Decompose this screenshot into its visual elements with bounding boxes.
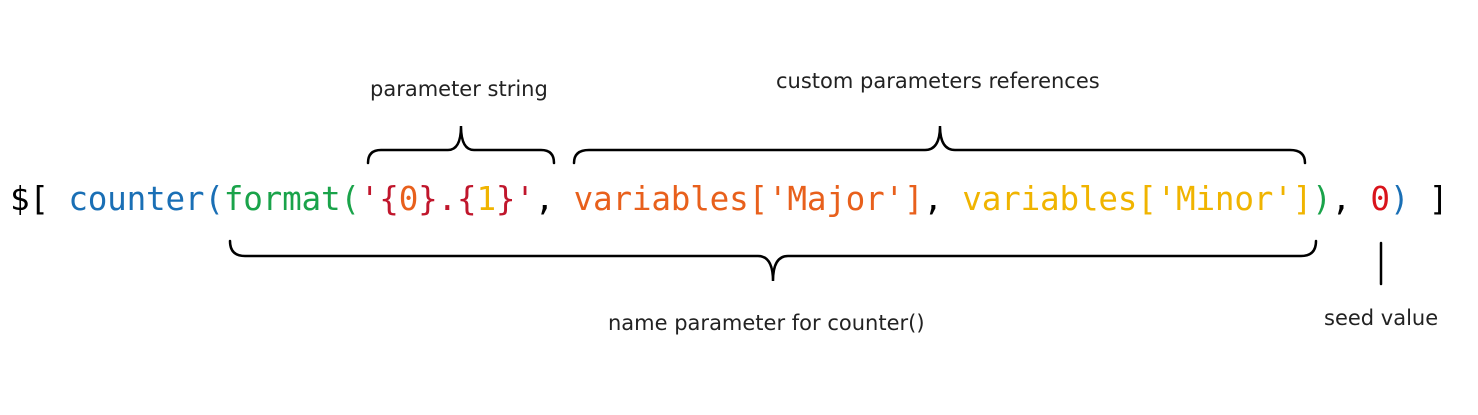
code-token: variables['Minor'] (962, 180, 1313, 218)
code-token: ) (1312, 180, 1332, 218)
code-token: , (923, 180, 963, 218)
code-token: $[ (10, 180, 69, 218)
custom-parameters-brace (572, 125, 1307, 165)
code-token: ] (1409, 180, 1449, 218)
code-token: variables['Major'] (573, 180, 924, 218)
code-token: ) (1389, 180, 1410, 218)
code-token: , (1331, 180, 1371, 218)
code-token: 0 (1370, 180, 1390, 218)
code-token: 1 (476, 180, 496, 218)
name-parameter-brace (228, 239, 1318, 282)
custom-parameters-label: custom parameters references (776, 69, 1100, 93)
code-token: }' (495, 180, 535, 218)
code-token: , (534, 180, 574, 218)
code-token: format( (223, 180, 360, 218)
seed-value-label: seed value (1324, 306, 1439, 330)
code-expression: $[ counter(format('{0}.{1}', variables['… (10, 183, 1448, 216)
parameter-string-label: parameter string (370, 77, 548, 101)
code-token: counter( (68, 180, 224, 218)
code-token: '{ (359, 180, 399, 218)
code-token: 0 (398, 180, 419, 218)
code-token: }.{ (418, 180, 477, 218)
parameter-string-brace (366, 125, 556, 165)
name-parameter-label: name parameter for counter() (608, 311, 925, 335)
